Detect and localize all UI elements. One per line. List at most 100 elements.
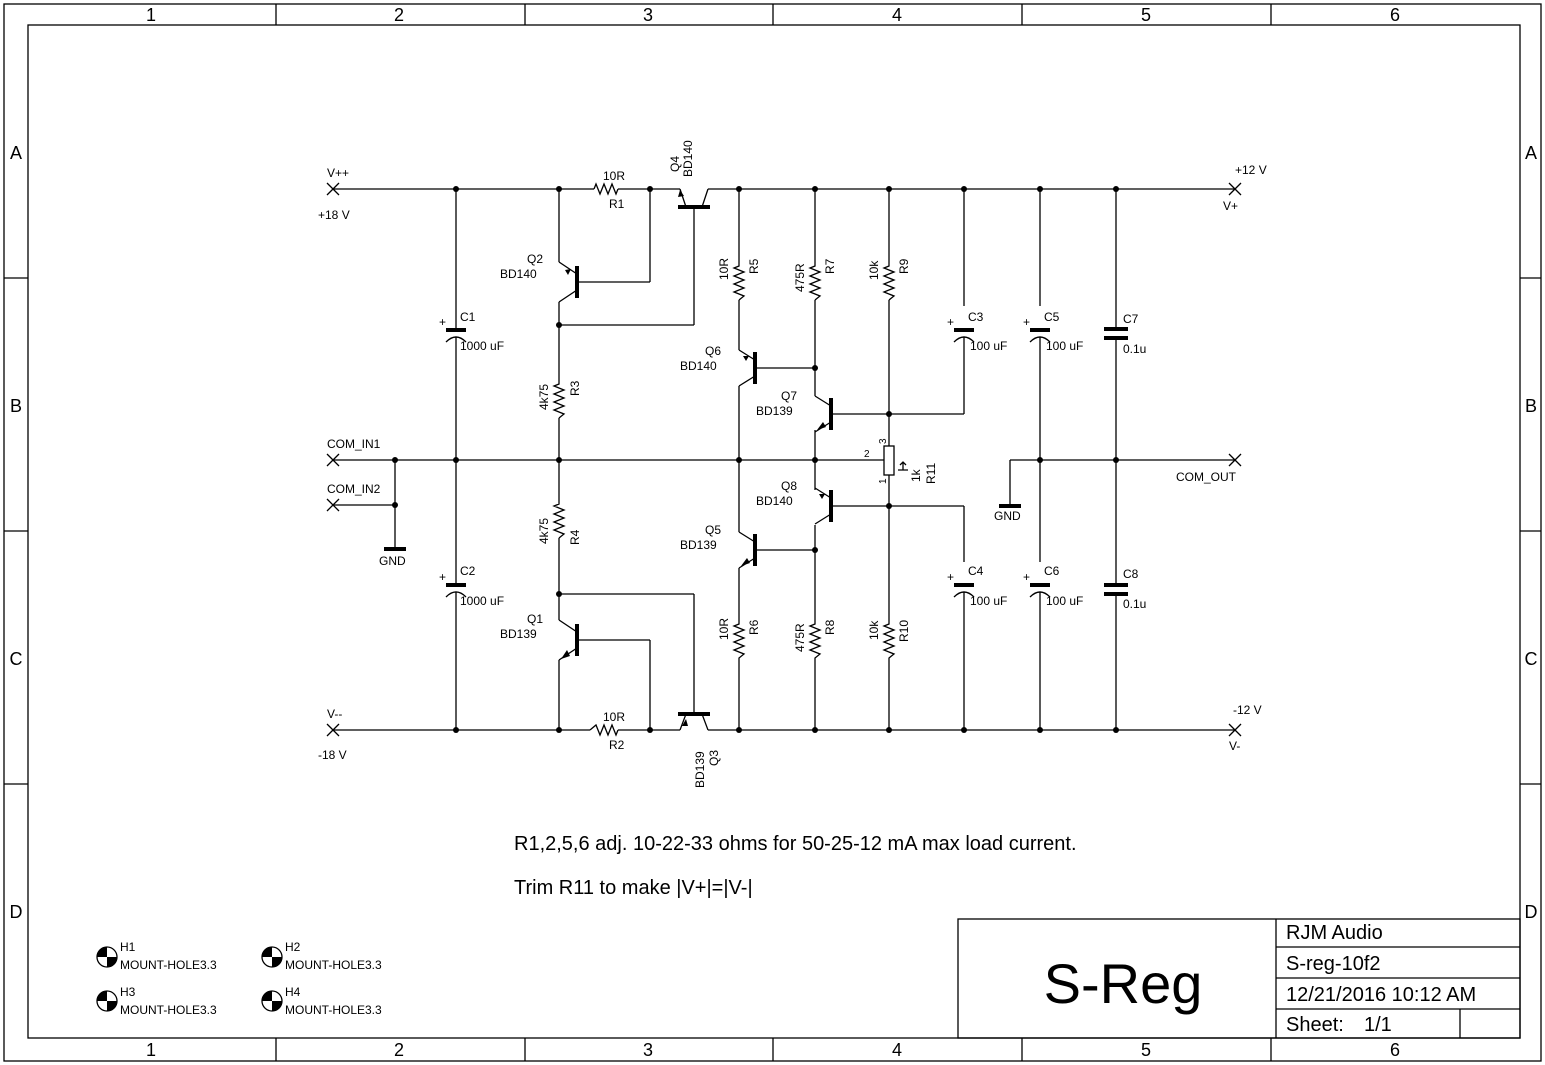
- transistor-q8[interactable]: Q8 BD140: [756, 479, 833, 525]
- net-value-vmm: -18 V: [318, 748, 347, 762]
- row-label-a-right: A: [1525, 143, 1537, 163]
- capacitor-c3[interactable]: + C3 100 uF: [947, 310, 1007, 357]
- trimmer-r11[interactable]: 3 2 1 1k R11: [864, 438, 938, 484]
- q7-value: BD139: [756, 404, 793, 418]
- r4-value: 4k75: [537, 518, 551, 544]
- connector-vpp[interactable]: V++ +18 V: [318, 166, 350, 222]
- r7-ref: R7: [823, 258, 837, 274]
- resistor-r4[interactable]: 4k75 R4: [537, 500, 582, 545]
- net-name-vpp: V++: [327, 166, 349, 180]
- r9-ref: R9: [897, 258, 911, 274]
- r3-value: 4k75: [537, 384, 551, 410]
- c2-ref: C2: [460, 564, 476, 578]
- r8-value: 475R: [793, 623, 807, 652]
- r3-ref: R3: [568, 380, 582, 396]
- wires: [333, 188, 1235, 731]
- col-label-3-top: 3: [643, 5, 653, 25]
- capacitor-c5[interactable]: + C5 100 uF: [1023, 310, 1083, 357]
- c8-ref: C8: [1123, 567, 1139, 581]
- c1-ref: C1: [460, 310, 476, 324]
- transistor-q3[interactable]: BD139 Q3: [678, 712, 721, 788]
- resistor-r5[interactable]: 10R R5: [717, 258, 761, 301]
- title-block-sheet-value: 1/1: [1364, 1014, 1392, 1036]
- r5-value: 10R: [717, 258, 731, 280]
- row-label-b-left: B: [10, 396, 22, 416]
- connector-vminus[interactable]: -12 V V-: [1228, 703, 1262, 753]
- row-label-b-right: B: [1525, 396, 1537, 416]
- resistor-r7[interactable]: 475R R7: [793, 258, 837, 301]
- title-block-document: S-reg-10f2: [1286, 953, 1381, 975]
- connector-com-in2[interactable]: COM_IN2: [326, 482, 381, 512]
- q6-ref: Q6: [705, 344, 721, 358]
- r2-value: 10R: [603, 710, 625, 724]
- mount-hole-h1[interactable]: H1 MOUNT-HOLE3.3: [96, 940, 217, 972]
- drawing-frame: 1 2 3 4 5 6 1 2 3 4 5 6 A B C D A B C D: [3, 3, 1542, 1062]
- c1-value: 1000 uF: [460, 339, 504, 353]
- c3-plus: +: [947, 315, 954, 329]
- r1-value: 10R: [603, 169, 625, 183]
- c7-value: 0.1u: [1123, 342, 1146, 356]
- connector-vmm[interactable]: V-- -18 V: [318, 707, 347, 762]
- resistor-r3[interactable]: 4k75 R3: [537, 380, 582, 419]
- capacitor-c7[interactable]: C7 0.1u: [1104, 312, 1146, 356]
- col-label-5-top: 5: [1141, 5, 1151, 25]
- gnd-label-input: GND: [379, 554, 406, 568]
- mount-hole-h4[interactable]: H4 MOUNT-HOLE3.3: [261, 985, 382, 1017]
- net-name-vplus: V+: [1223, 199, 1238, 213]
- resistor-r10[interactable]: 10k R10: [867, 620, 911, 660]
- transistor-q4[interactable]: Q4 BD140: [668, 140, 710, 209]
- transistor-q6[interactable]: Q6 BD140: [680, 344, 757, 387]
- mount-hole-h3[interactable]: H3 MOUNT-HOLE3.3: [96, 985, 217, 1017]
- r6-ref: R6: [747, 619, 761, 635]
- h1-value: MOUNT-HOLE3.3: [120, 958, 217, 972]
- transistor-q1[interactable]: Q1 BD139: [500, 612, 579, 661]
- resistor-r8[interactable]: 475R R8: [793, 619, 837, 660]
- r5-ref: R5: [747, 258, 761, 274]
- resistor-r1[interactable]: 10R R1: [590, 169, 625, 211]
- r7-value: 475R: [793, 263, 807, 292]
- row-label-a-left: A: [10, 143, 22, 163]
- resistor-r9[interactable]: 10k R9: [867, 258, 911, 301]
- resistor-r2[interactable]: 10R R2: [589, 710, 625, 752]
- r11-ref: R11: [924, 463, 938, 484]
- r11-pin-2: 2: [864, 449, 870, 460]
- col-label-6-top: 6: [1390, 5, 1400, 25]
- r10-value: 10k: [867, 620, 881, 640]
- transistor-q7[interactable]: Q7 BD139: [756, 389, 833, 433]
- h4-ref: H4: [285, 985, 301, 999]
- title-block-datetime: 12/21/2016 10:12 AM: [1286, 984, 1476, 1006]
- net-name-com-in2: COM_IN2: [327, 482, 381, 496]
- q4-value: BD140: [681, 140, 695, 177]
- connector-com-in1[interactable]: COM_IN1: [326, 437, 381, 467]
- row-label-c-left: C: [10, 649, 23, 669]
- q3-ref: Q3: [707, 750, 721, 766]
- c3-value: 100 uF: [970, 339, 1007, 353]
- c3-ref: C3: [968, 310, 984, 324]
- c4-value: 100 uF: [970, 594, 1007, 608]
- mount-hole-h2[interactable]: H2 MOUNT-HOLE3.3: [261, 940, 382, 972]
- net-name-com-out: COM_OUT: [1176, 470, 1237, 484]
- capacitor-c8[interactable]: C8 0.1u: [1104, 567, 1146, 611]
- col-label-3-bottom: 3: [643, 1040, 653, 1060]
- resistor-r6[interactable]: 10R R6: [717, 618, 761, 660]
- connector-com-out[interactable]: COM_OUT: [1176, 453, 1242, 484]
- transistor-q2[interactable]: Q2 BD140: [500, 252, 579, 303]
- col-label-2-top: 2: [394, 5, 404, 25]
- capacitor-c4[interactable]: + C4 100 uF: [947, 564, 1007, 612]
- h1-ref: H1: [120, 940, 136, 954]
- capacitor-c1[interactable]: + C1 1000 uF: [439, 306, 504, 357]
- capacitor-c2[interactable]: + C2 1000 uF: [439, 562, 504, 612]
- transistor-q5[interactable]: Q5 BD139: [680, 523, 757, 569]
- c6-plus: +: [1023, 570, 1030, 584]
- q1-value: BD139: [500, 627, 537, 641]
- connector-vplus[interactable]: +12 V V+: [1223, 163, 1267, 213]
- col-label-6-bottom: 6: [1390, 1040, 1400, 1060]
- q7-ref: Q7: [781, 389, 797, 403]
- c8-value: 0.1u: [1123, 597, 1146, 611]
- r1-ref: R1: [609, 197, 625, 211]
- capacitor-c6[interactable]: + C6 100 uF: [1023, 564, 1083, 612]
- row-label-d-right: D: [1525, 902, 1538, 922]
- design-note-1: R1,2,5,6 adj. 10-22-33 ohms for 50-25-12…: [514, 833, 1077, 855]
- h3-value: MOUNT-HOLE3.3: [120, 1003, 217, 1017]
- net-value-vplus: +12 V: [1235, 163, 1267, 177]
